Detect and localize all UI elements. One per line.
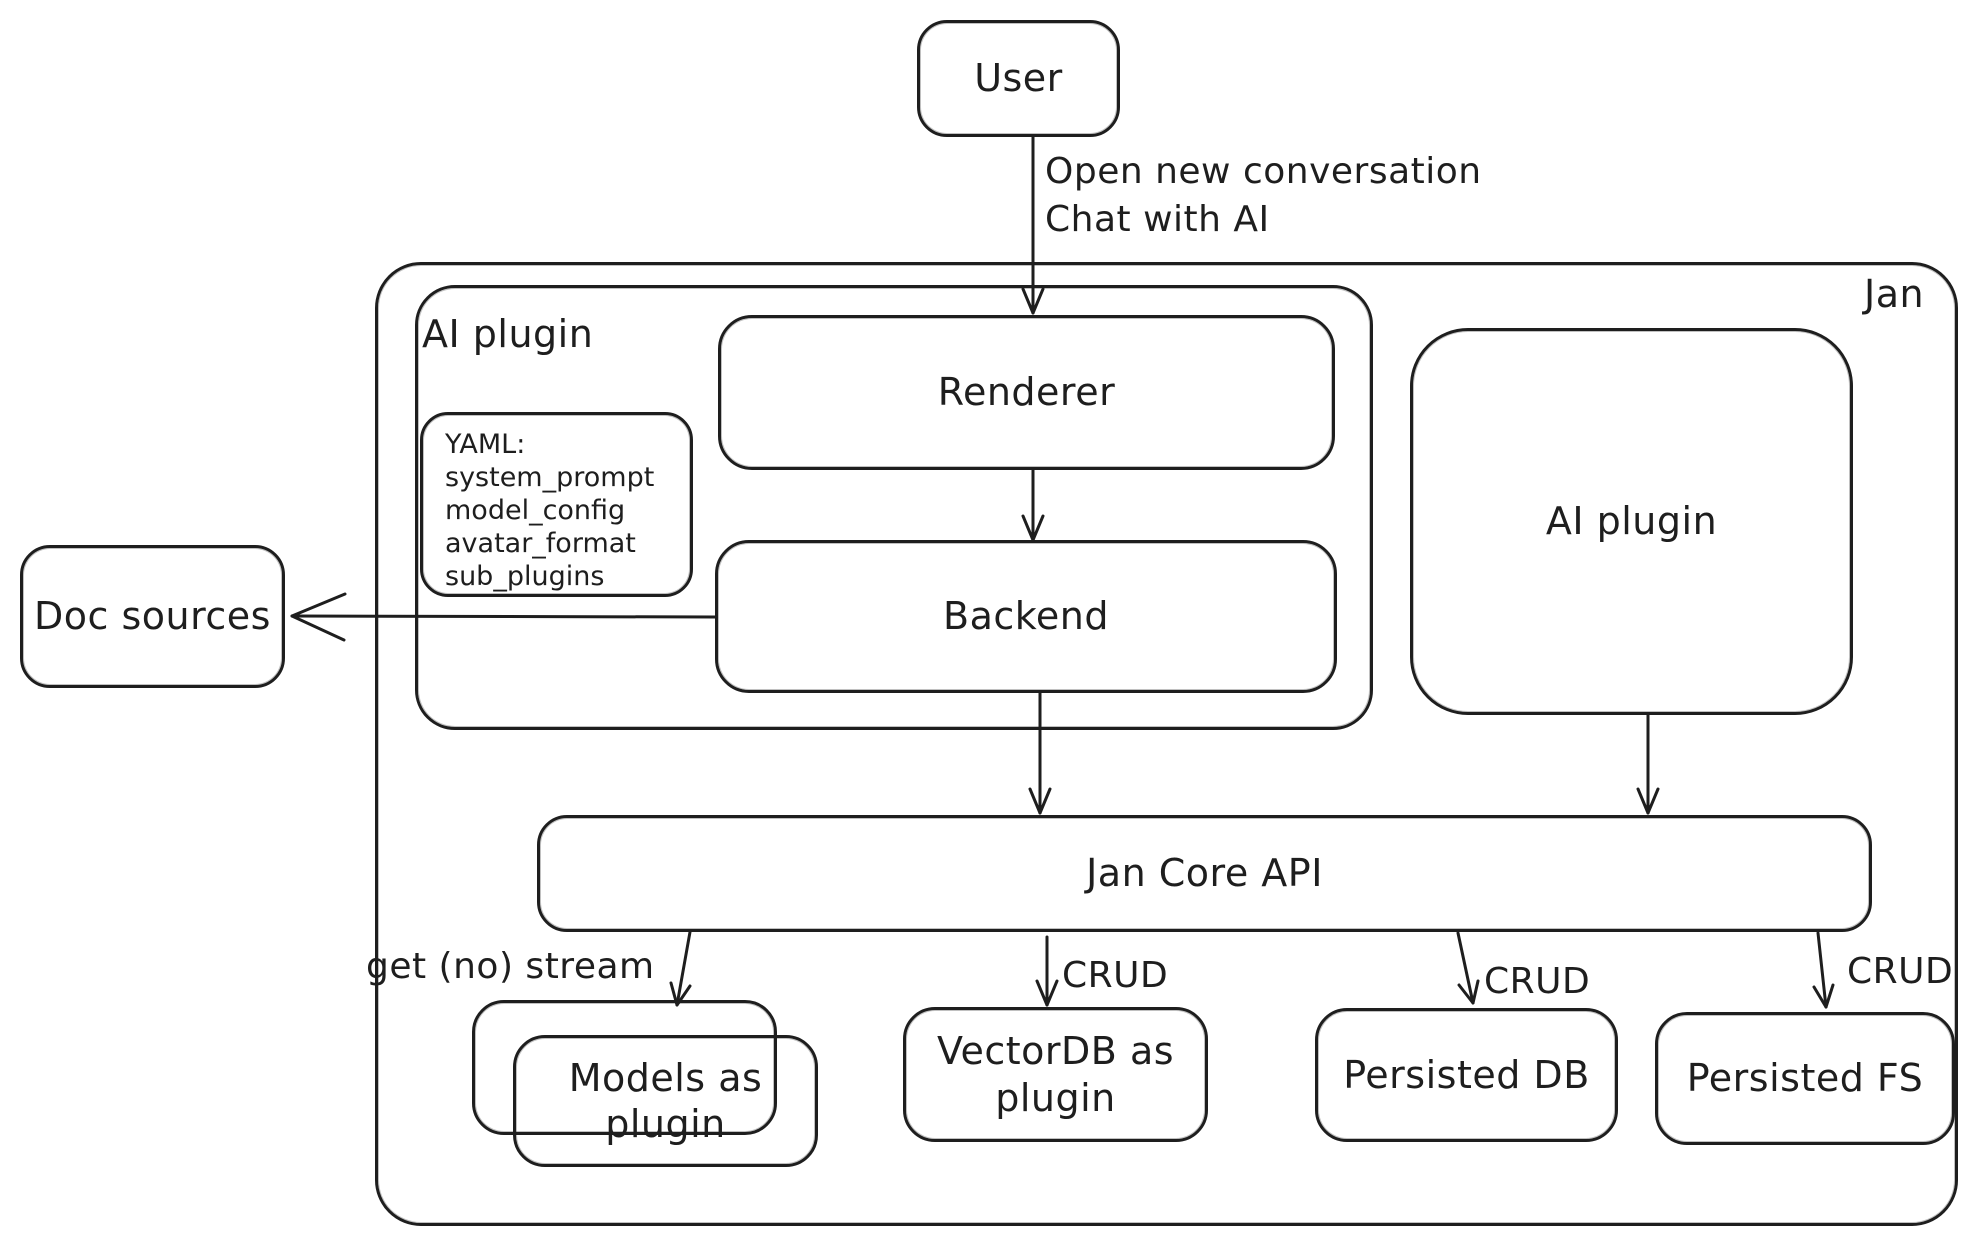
edge-label-open-conversation-line2: Chat with AI [1045, 198, 1270, 240]
edge-label-crud-vectordb: CRUD [1062, 955, 1169, 996]
edge-label-crud-persisted-fs: CRUD [1847, 951, 1954, 992]
yaml-note-line: sub_plugins [445, 560, 605, 592]
edge-label-open-conversation: Open new conversation Chat with AI [1045, 148, 1482, 243]
node-persisted-db: Persisted DB [1315, 1008, 1618, 1142]
node-vectordb-as-plugin: VectorDB as plugin [903, 1007, 1208, 1142]
node-doc-sources-label: Doc sources [34, 594, 271, 639]
node-renderer-label: Renderer [937, 370, 1116, 415]
jan-container-label: Jan [1864, 272, 1925, 316]
yaml-note-line: YAML: [445, 429, 526, 460]
node-persisted-fs-label: Persisted FS [1686, 1056, 1924, 1101]
ai-plugin-container [415, 285, 1373, 730]
edge-label-crud-persisted-db: CRUD [1484, 961, 1591, 1002]
node-backend: Backend [715, 540, 1337, 693]
ai-plugin-container-label: AI plugin [422, 312, 594, 356]
node-renderer: Renderer [718, 315, 1335, 470]
node-persisted-db-label: Persisted DB [1343, 1052, 1590, 1097]
node-models-as-plugin-label: Models as plugin [568, 1055, 763, 1146]
node-backend-label: Backend [943, 594, 1109, 639]
node-user: User [917, 20, 1120, 137]
yaml-note-line: system_prompt [445, 461, 655, 493]
yaml-note-line: avatar_format [445, 527, 636, 559]
yaml-note-line: model_config [445, 494, 626, 526]
arrowhead-backend-to-doc-sources [290, 592, 347, 642]
node-models-as-plugin: Models as plugin [513, 1035, 818, 1167]
node-models-as-plugin-back [472, 1000, 777, 1135]
node-vectordb-as-plugin-label: VectorDB as plugin [936, 1029, 1175, 1120]
node-doc-sources: Doc sources [20, 545, 285, 688]
node-jan-core-api-label: Jan Core API [1086, 851, 1323, 896]
node-user-label: User [974, 56, 1063, 101]
edge-label-open-conversation-line1: Open new conversation [1045, 151, 1482, 192]
node-ai-plugin-right-label: AI plugin [1545, 499, 1718, 544]
edge-label-get-no-stream: get (no) stream [366, 946, 655, 987]
jan-container [375, 262, 1958, 1226]
node-ai-plugin-right: AI plugin [1410, 328, 1853, 715]
node-persisted-fs: Persisted FS [1655, 1012, 1955, 1145]
yaml-note: YAML: system_prompt model_config avatar_… [420, 412, 693, 597]
node-jan-core-api: Jan Core API [537, 815, 1872, 932]
